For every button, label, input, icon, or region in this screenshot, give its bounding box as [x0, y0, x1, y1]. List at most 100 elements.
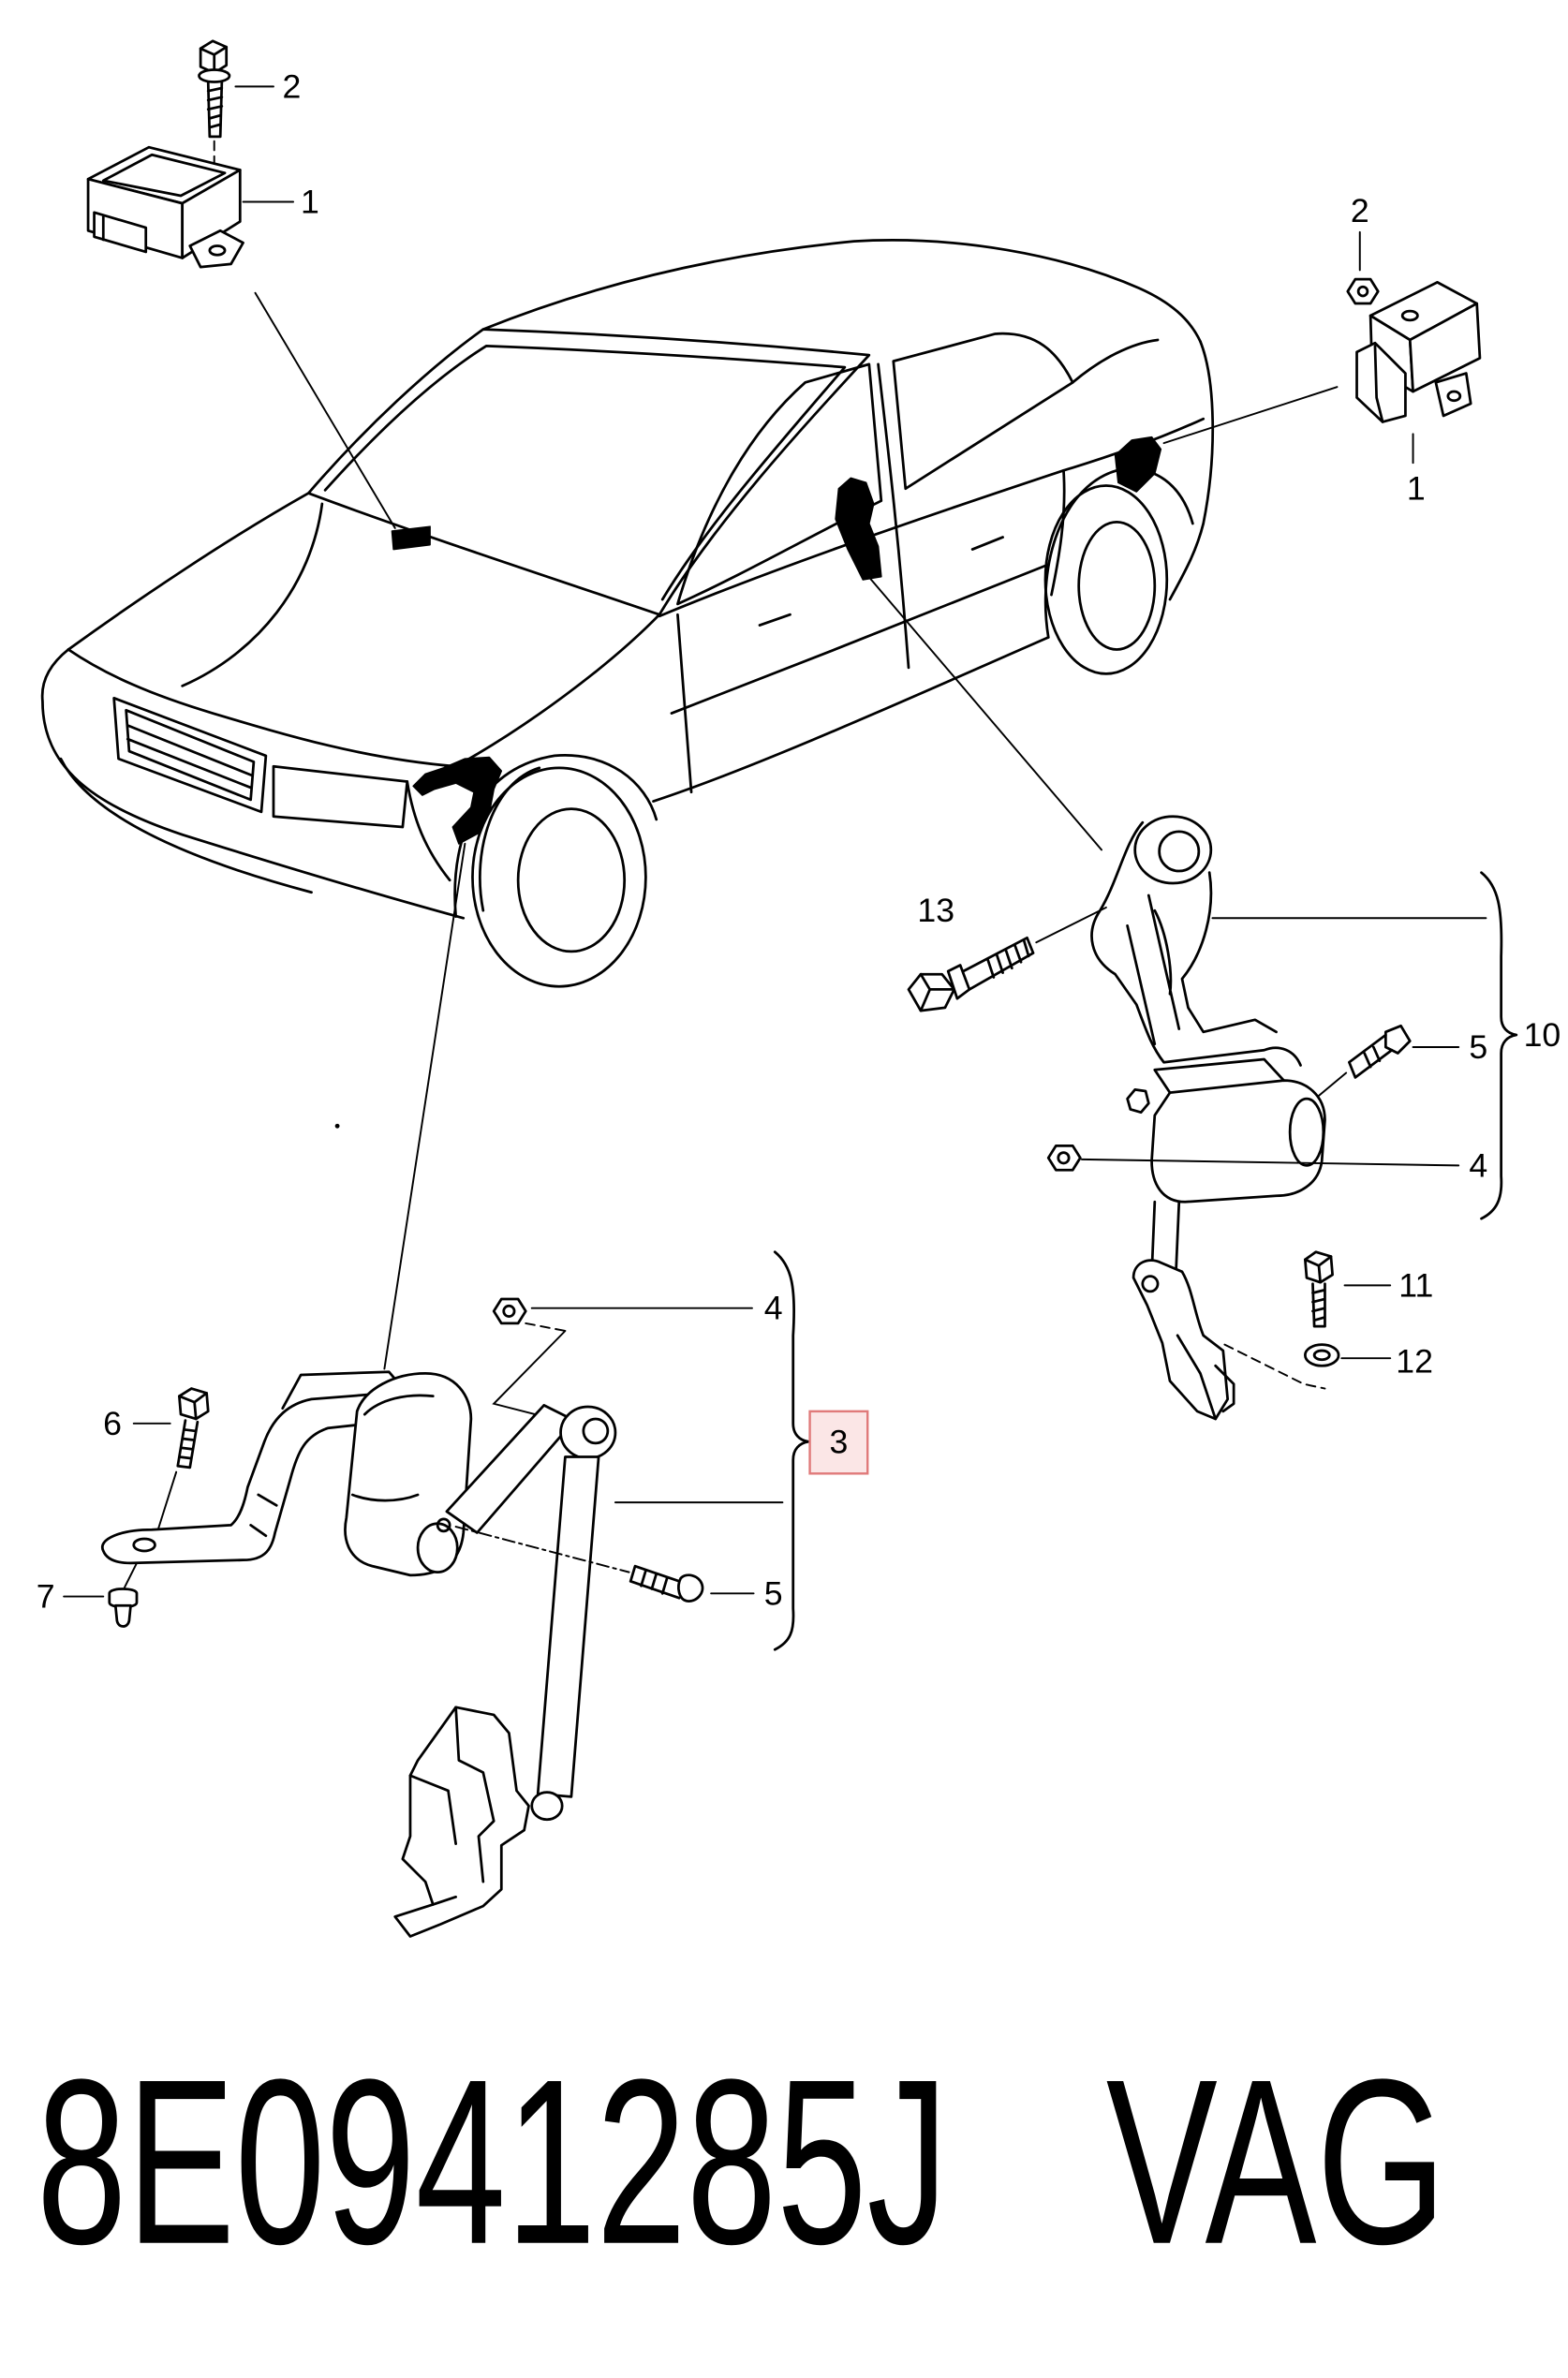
side-window-rear	[892, 332, 1074, 491]
callout-3-highlight-box	[808, 1410, 869, 1475]
nut-hole	[502, 1304, 516, 1318]
sensor-shaft	[436, 1517, 451, 1533]
rod-lower-joint	[530, 1791, 564, 1822]
sensor-bracket-outer	[1090, 820, 1302, 1067]
nut-hole	[1356, 285, 1369, 298]
rear-bolt-11	[1303, 1250, 1334, 1328]
front-rim	[516, 807, 627, 953]
screw-head	[1383, 1024, 1412, 1055]
front-nut-path	[492, 1330, 567, 1419]
module-side-face	[1408, 302, 1482, 393]
nut-hex	[1046, 1144, 1082, 1172]
rear-bolt-13	[907, 936, 1035, 1012]
callout-front-clip: 7	[37, 1578, 55, 1616]
callout-rear-lower-bolt: 11	[1398, 1266, 1433, 1304]
link-hole	[1141, 1275, 1160, 1293]
top-right-nut	[1346, 277, 1380, 305]
fender-front-lower	[406, 780, 451, 882]
front-wheel-arch	[453, 754, 658, 919]
front-clip-7	[108, 1588, 139, 1628]
sensor-bracket-inner	[1180, 871, 1278, 1034]
bumper-upper	[40, 648, 466, 920]
module-side-face	[181, 169, 242, 259]
sensor-body	[1150, 1079, 1326, 1204]
module-connector	[1355, 341, 1407, 423]
callout-labels: 2 1 2 1 13 10 5 4 11 12 4 6 3 7 5	[37, 67, 1561, 1615]
module-top-bevel	[101, 153, 227, 198]
lower-bracket-edges	[408, 1706, 496, 1906]
grille-inner	[125, 708, 256, 802]
part-number: 8E0941285J	[37, 2031, 948, 2294]
bolt-shank	[962, 936, 1035, 991]
leader-rear-sensor	[865, 572, 1102, 851]
hood-fold	[181, 502, 324, 687]
bolt-head-edges	[1303, 1255, 1333, 1284]
callout-front-nut: 4	[764, 1290, 783, 1327]
rear-assembly-brace	[1480, 871, 1518, 1220]
screw-shank	[1348, 1033, 1394, 1079]
callout-rear-washer: 12	[1396, 1342, 1433, 1380]
rear-door-rear-edge	[1050, 468, 1066, 597]
rear-wheel	[1043, 484, 1169, 675]
sensor-stud	[1126, 1087, 1150, 1115]
stray-dot	[334, 1123, 340, 1129]
hood-front-edge	[67, 648, 458, 768]
front-tire-sidewall	[479, 766, 541, 912]
leader-rear-screw-to-sensor	[1318, 1071, 1348, 1097]
rear-wheel-arch	[1043, 467, 1194, 639]
door-split-line	[877, 362, 910, 670]
door-module-location	[835, 477, 882, 581]
module-mount-tab	[1434, 372, 1472, 418]
sensor-end-cap	[1288, 1097, 1325, 1167]
c-pillar	[1071, 338, 1160, 384]
connector-edge	[1373, 345, 1384, 423]
leader-rear-module	[1162, 386, 1339, 445]
windshield-inner	[323, 345, 847, 601]
module-mount-tab	[188, 229, 244, 269]
screw-head	[677, 1573, 704, 1603]
module-upper-hole	[1400, 309, 1419, 322]
bumper-lower	[59, 757, 313, 894]
clip-shank	[113, 1603, 132, 1628]
clip-head	[108, 1588, 139, 1609]
callout-rear-bolt: 13	[917, 892, 954, 929]
module-connector	[93, 211, 148, 254]
bolt-head	[907, 972, 956, 1012]
rear-sensor-location	[1114, 436, 1162, 493]
callout-rear-sensor-assembly: 10	[1524, 1016, 1561, 1054]
front-screw-5	[629, 1564, 704, 1603]
front-screw-axis	[454, 1526, 630, 1573]
front-sensor-location	[412, 756, 503, 845]
callout-front-bolt: 6	[103, 1405, 122, 1442]
bolt-head-edges	[178, 1392, 208, 1421]
bolt-shank	[1311, 1282, 1326, 1328]
roof-line	[481, 239, 1202, 343]
callout-top-right-module: 1	[1407, 470, 1426, 508]
front-wheel	[471, 766, 647, 988]
callout-top-left-module: 1	[301, 184, 319, 221]
tab-hole	[208, 244, 227, 257]
bolt-shank	[206, 81, 224, 139]
rear-nut-4	[1046, 1144, 1082, 1172]
rocker-line	[652, 636, 1050, 803]
leader-front-sensor	[383, 842, 466, 1370]
sensor-bracket-arms	[1126, 894, 1181, 1046]
front-fender-line	[454, 613, 661, 768]
link-bracket-edge	[1176, 1334, 1235, 1421]
sensor-housing-edge	[350, 1394, 435, 1502]
leader-rear-bolt-to-sensor	[1035, 906, 1107, 944]
bolt-washer	[198, 68, 231, 83]
car-body	[40, 239, 1215, 988]
front-assembly-brace	[773, 1250, 810, 1651]
rear-door-handle	[970, 536, 1004, 551]
sensor-push-rod	[536, 1455, 600, 1798]
rear-rim	[1077, 521, 1157, 651]
bracket-fold	[249, 1493, 278, 1538]
bolt-shank	[176, 1419, 200, 1470]
washer-inner	[1312, 1349, 1331, 1362]
leader-windshield-module	[254, 291, 396, 529]
tab-hole	[1446, 390, 1462, 403]
callout-rear-screw: 5	[1469, 1028, 1487, 1066]
